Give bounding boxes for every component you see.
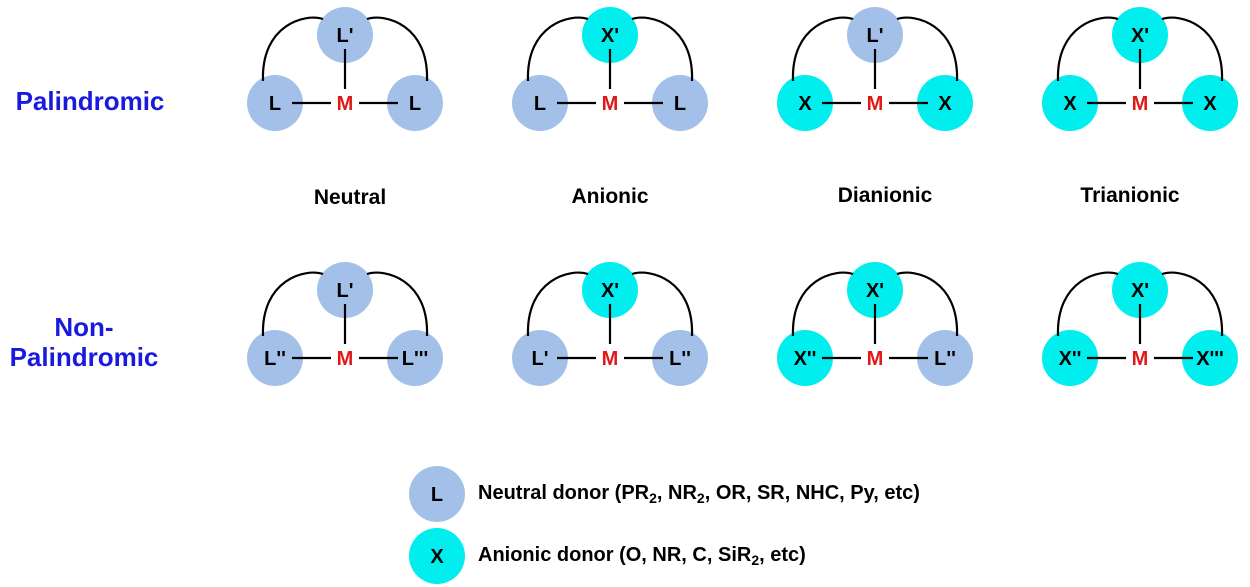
- complex-non-palindromic-neutral-right-donor-circle: [387, 330, 443, 386]
- complex-non-palindromic-dianionic-left-arc: [791, 271, 854, 337]
- row-label-non-palindromic: Non- Palindromic: [0, 312, 168, 372]
- complex-palindromic-trianionic-left-donor-label: X: [1063, 93, 1077, 115]
- complex-palindromic-anionic-left-donor-label: L: [534, 93, 546, 115]
- complex-palindromic-dianionic-right-donor-label: X: [938, 93, 952, 115]
- complex-non-palindromic-anionic-left-arc: [526, 271, 589, 337]
- complex-non-palindromic-anionic-top-donor-circle: [582, 262, 638, 318]
- complex-non-palindromic-dianionic-top-donor-label: X': [866, 280, 884, 302]
- complex-non-palindromic-dianionic-top-donor-circle: [847, 262, 903, 318]
- complex-palindromic-anionic-right-donor-label: L: [674, 93, 686, 115]
- complex-non-palindromic-neutral-left-donor-circle: [247, 330, 303, 386]
- complex-non-palindromic-dianionic-right-donor-circle: [917, 330, 973, 386]
- complex-palindromic-dianionic-top-donor-label: L': [867, 25, 884, 47]
- complex-non-palindromic-neutral-left-donor-label: L'': [264, 348, 286, 370]
- complex-palindromic-neutral-right-donor-label: L: [409, 93, 421, 115]
- complex-non-palindromic-trianionic-top-donor-label: X': [1131, 280, 1149, 302]
- row-label-non-palindromic-line1: Non-: [54, 312, 114, 342]
- legend-text-part: , etc): [759, 544, 806, 566]
- complex-palindromic-neutral-right-donor-circle: [387, 75, 443, 131]
- complex-non-palindromic-anionic-metal-label: M: [602, 348, 619, 370]
- complex-palindromic-dianionic-right-arc: [896, 16, 959, 82]
- complex-palindromic-neutral-left-donor-label: L: [269, 93, 281, 115]
- complex-palindromic-trianionic-right-donor-label: X: [1203, 93, 1217, 115]
- complex-non-palindromic-anionic-left-donor-circle: [512, 330, 568, 386]
- column-label-dianionic: Dianionic: [837, 184, 933, 207]
- complex-non-palindromic-trianionic-top-donor-circle: [1112, 262, 1168, 318]
- complex-non-palindromic-neutral-right-arc: [366, 271, 429, 337]
- column-label-trianionic: Trianionic: [1080, 184, 1180, 207]
- complex-palindromic-dianionic-left-donor-label: X: [798, 93, 812, 115]
- complex-palindromic-neutral-right-arc: [366, 16, 429, 82]
- row-label-non-palindromic-line2: Palindromic: [9, 342, 159, 372]
- complex-palindromic-trianionic-left-donor-circle: [1042, 75, 1098, 131]
- column-label-anionic: Anionic: [571, 185, 649, 208]
- complex-palindromic-trianionic-right-donor-circle: [1182, 75, 1238, 131]
- complex-non-palindromic-anionic-right-donor-circle: [652, 330, 708, 386]
- legend-subscript: 2: [696, 490, 705, 506]
- legend-anionic-text: Anionic donor (O, NR, C, SiR2, etc): [478, 544, 806, 568]
- complex-palindromic-trianionic-metal-label: M: [1132, 93, 1149, 115]
- complex-non-palindromic-trianionic-left-arc: [1056, 271, 1119, 337]
- complex-palindromic-trianionic-left-arc: [1056, 16, 1119, 82]
- legend-anionic-symbol-label: X: [430, 546, 444, 568]
- complex-palindromic-neutral-top-donor-label: L': [337, 25, 354, 47]
- complex-non-palindromic-dianionic-right-donor-label: L'': [934, 348, 956, 370]
- complex-non-palindromic-trianionic-left-donor-circle: [1042, 330, 1098, 386]
- complex-palindromic-trianionic-top-donor-circle: [1112, 7, 1168, 63]
- complex-palindromic-anionic-right-donor-circle: [652, 75, 708, 131]
- legend-anionic-symbol-circle: [409, 528, 465, 584]
- complex-palindromic-dianionic-left-arc: [791, 16, 854, 82]
- complex-palindromic-anionic-right-arc: [631, 16, 694, 82]
- legend-neutral-text: Neutral donor (PR2, NR2, OR, SR, NHC, Py…: [478, 482, 920, 506]
- complex-palindromic-anionic-left-arc: [526, 16, 589, 82]
- legend-neutral-symbol-label: L: [431, 484, 443, 506]
- legend-text-part: Anionic donor (O, NR, C, SiR: [478, 544, 752, 566]
- complex-non-palindromic-anionic-top-donor-label: X': [601, 280, 619, 302]
- complex-palindromic-dianionic-metal-label: M: [867, 93, 884, 115]
- complex-non-palindromic-trianionic-right-donor-circle: [1182, 330, 1238, 386]
- complex-non-palindromic-anionic-left-donor-label: L': [532, 348, 549, 370]
- legend-text-part: Neutral donor (PR: [478, 482, 650, 504]
- complex-palindromic-neutral-metal-label: M: [337, 93, 354, 115]
- complex-non-palindromic-neutral-top-donor-circle: [317, 262, 373, 318]
- complex-palindromic-anionic-left-donor-circle: [512, 75, 568, 131]
- complex-non-palindromic-neutral-right-donor-label: L''': [402, 348, 428, 370]
- complex-palindromic-anionic-metal-label: M: [602, 93, 619, 115]
- complex-non-palindromic-neutral-metal-label: M: [337, 348, 354, 370]
- legend-subscript: 2: [649, 490, 657, 506]
- complex-non-palindromic-trianionic-right-arc: [1161, 271, 1224, 337]
- legend-neutral-symbol-circle: [409, 466, 465, 522]
- complex-non-palindromic-neutral-left-arc: [261, 271, 324, 337]
- complex-non-palindromic-trianionic-left-donor-label: X'': [1059, 348, 1082, 370]
- complex-palindromic-dianionic-top-donor-circle: [847, 7, 903, 63]
- complex-non-palindromic-dianionic-right-arc: [896, 271, 959, 337]
- complex-non-palindromic-anionic-right-donor-label: L'': [669, 348, 691, 370]
- row-label-palindromic: Palindromic: [15, 86, 165, 116]
- legend-text-part: , OR, SR, NHC, Py, etc): [704, 482, 920, 504]
- complex-non-palindromic-trianionic-right-donor-label: X''': [1196, 348, 1224, 370]
- complex-non-palindromic-dianionic-metal-label: M: [867, 348, 884, 370]
- legend-subscript: 2: [751, 552, 760, 568]
- complex-non-palindromic-neutral-top-donor-label: L': [337, 280, 354, 302]
- complex-palindromic-dianionic-right-donor-circle: [917, 75, 973, 131]
- complex-non-palindromic-trianionic-metal-label: M: [1132, 348, 1149, 370]
- complex-palindromic-neutral-left-arc: [261, 16, 324, 82]
- complex-palindromic-neutral-top-donor-circle: [317, 7, 373, 63]
- legend-text-part: , NR: [656, 482, 697, 504]
- complex-non-palindromic-dianionic-left-donor-label: X'': [794, 348, 817, 370]
- complex-palindromic-anionic-top-donor-label: X': [601, 25, 619, 47]
- complex-palindromic-anionic-top-donor-circle: [582, 7, 638, 63]
- complex-palindromic-trianionic-top-donor-label: X': [1131, 25, 1149, 47]
- complex-palindromic-neutral-left-donor-circle: [247, 75, 303, 131]
- complex-non-palindromic-dianionic-left-donor-circle: [777, 330, 833, 386]
- column-label-neutral: Neutral: [313, 186, 387, 209]
- complex-non-palindromic-anionic-right-arc: [631, 271, 694, 337]
- complex-palindromic-dianionic-left-donor-circle: [777, 75, 833, 131]
- complex-palindromic-trianionic-right-arc: [1161, 16, 1224, 82]
